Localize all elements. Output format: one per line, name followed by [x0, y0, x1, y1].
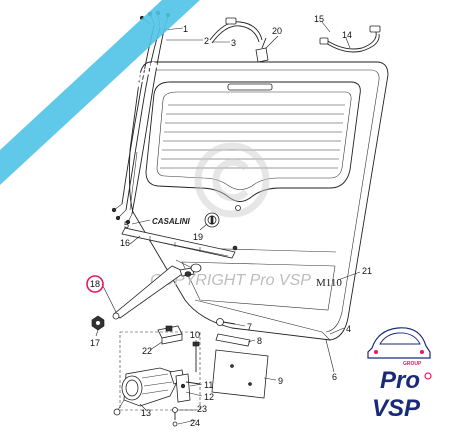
brand-tag: GROUP [403, 361, 422, 367]
callout-22: 22 [142, 346, 152, 356]
brand-logo: GROUP Pro VSP [367, 327, 432, 422]
cable-3 [209, 17, 263, 44]
wiper-arm [112, 259, 195, 320]
callout-17: 17 [90, 338, 100, 348]
callout-3: 3 [231, 38, 236, 48]
callout-4: 4 [346, 324, 351, 334]
highlight-circle-18 [86, 275, 104, 293]
bolt-10 [192, 341, 200, 372]
model-badge: M110 [316, 277, 342, 289]
callout-16: 16 [120, 238, 130, 248]
copyright-watermark-icon [194, 142, 270, 218]
car-front-icon [367, 327, 431, 359]
callout-labels: 1 2 3 4 5 6 7 8 9 10 11 12 13 14 15 16 1… [90, 14, 372, 428]
callout-2: 2 [204, 36, 209, 46]
leader-lines [95, 21, 361, 425]
arm-nut-washer [184, 263, 202, 277]
callout-5: 5 [124, 220, 129, 230]
callout-15: 15 [314, 14, 324, 24]
callout-13: 13 [141, 408, 151, 418]
casalini-badge: CASALINI [152, 217, 191, 226]
wiper-blade [121, 227, 238, 259]
callout-6: 6 [332, 372, 337, 382]
callout-18: 18 [90, 279, 100, 289]
bracket-11-12 [175, 373, 201, 403]
callout-1: 1 [183, 24, 188, 34]
callout-9: 9 [278, 376, 283, 386]
callout-7: 7 [247, 322, 252, 332]
callout-8: 8 [257, 336, 262, 346]
license-plate-9 [211, 349, 269, 399]
callout-21: 21 [362, 266, 372, 276]
brand-line2: VSP [372, 395, 421, 422]
brand-line1: Pro [380, 367, 420, 394]
callout-19: 19 [193, 232, 203, 242]
tailgate-panel [128, 61, 389, 341]
callout-20: 20 [272, 26, 282, 36]
lock-cylinder [204, 212, 220, 228]
bracket-22 [157, 325, 183, 345]
cable-14-15 [319, 25, 381, 53]
nut-17 [91, 315, 105, 331]
screw-7 [216, 318, 236, 326]
callout-12: 12 [204, 392, 214, 402]
callout-10: 10 [190, 330, 200, 340]
plate-8 [215, 333, 251, 347]
wiper-motor [113, 367, 185, 416]
callout-11: 11 [204, 380, 213, 390]
copyright-watermark-text: COPYRIGHT Pro VSP [150, 272, 311, 289]
rear-window-glass [145, 81, 361, 202]
callout-14: 14 [342, 30, 352, 40]
callout-24: 24 [190, 418, 200, 428]
callout-23: 23 [197, 404, 207, 414]
screws-23-24 [172, 407, 178, 427]
connector-20 [255, 37, 269, 63]
